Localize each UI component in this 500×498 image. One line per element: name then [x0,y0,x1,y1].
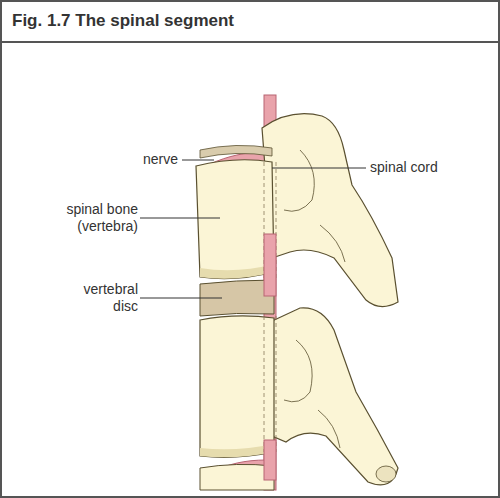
arch-contour [284,340,340,448]
disc-above [200,145,272,158]
hidden-cord [264,162,276,452]
part-label: spinal bone (vertebra) [48,201,138,235]
part-label: spinal cord [370,159,480,176]
leader-line [140,298,222,299]
title-rule [1,41,499,43]
arch-contour [284,150,345,262]
spinal-cord-visible [264,234,276,296]
leader-line [182,160,214,161]
figure-title: Fig. 1.7 The spinal segment [12,11,234,31]
leader-line [272,168,366,169]
upper-vertebra-body [196,160,274,279]
lower-posterior-arch [270,308,398,485]
vertebra-below [200,464,274,490]
spinal-cord-visible [264,440,276,480]
endplate-shade [200,264,274,279]
process-tip [376,466,396,482]
part-label: nerve [100,151,178,168]
upper-posterior-arch [262,114,398,307]
endplate-shade [200,444,274,457]
lower-vertebra-body [200,316,274,457]
leader-line [140,218,220,219]
part-label: vertebral disc [58,281,138,315]
